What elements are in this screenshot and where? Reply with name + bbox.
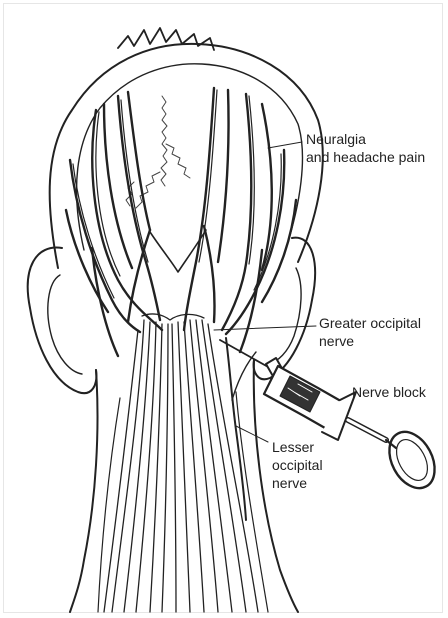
label-nerve-block: Nerve block [352, 383, 426, 401]
label-neuralgia: Neuralgia and headache pain [306, 130, 425, 166]
left-nerve-branches [66, 92, 162, 356]
neck-left [70, 370, 98, 612]
leader-greater [214, 326, 316, 330]
hairline [77, 64, 303, 250]
label-lesser-occipital-nerve: Lesser occipital nerve [272, 438, 323, 492]
neck-muscle-fibers [104, 314, 258, 612]
head-outline [50, 44, 323, 268]
label-greater-occipital-nerve: Greater occipital nerve [319, 314, 421, 350]
right-nerve-branches [184, 88, 296, 352]
leader-neuralgia [268, 142, 302, 148]
plunger-cap [380, 424, 443, 496]
right-ear [254, 238, 315, 380]
